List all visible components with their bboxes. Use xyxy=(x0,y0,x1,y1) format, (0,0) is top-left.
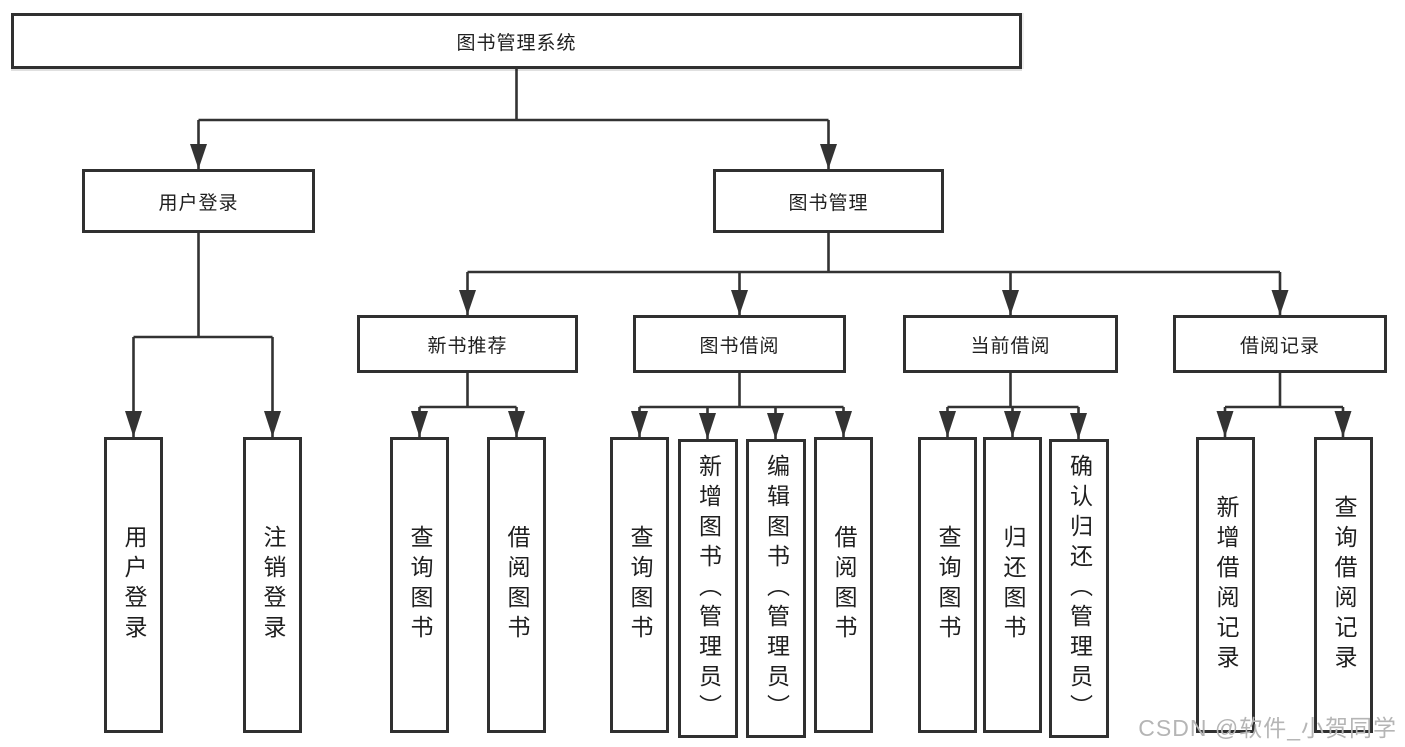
node-label: 用户登录 xyxy=(158,192,239,214)
node-label: 借阅图书 xyxy=(504,525,530,645)
node-user-login: 用户登录 xyxy=(82,169,315,233)
node-new-book-recommend: 新书推荐 xyxy=(357,315,578,373)
arrowheads xyxy=(125,144,1352,439)
node-label: 查询图书 xyxy=(627,525,653,645)
node-book-management: 图书管理 xyxy=(713,169,944,233)
node-label: 图书借阅 xyxy=(699,335,780,357)
node-label: 查询图书 xyxy=(935,525,961,645)
node-label: 新增图书（管理员） xyxy=(695,453,722,724)
leaf-edit-books-admin: 编辑图书（管理员） xyxy=(746,439,806,738)
node-book-borrow: 图书借阅 xyxy=(633,315,846,373)
node-label: 借阅记录 xyxy=(1239,335,1320,357)
node-label: 图书管理 xyxy=(788,192,869,214)
connector-lines xyxy=(132,69,1345,439)
node-label: 新增借阅记录 xyxy=(1213,495,1239,675)
node-label: 图书管理系统 xyxy=(456,32,577,54)
leaf-confirm-return-admin: 确认归还（管理员） xyxy=(1049,439,1109,738)
leaf-logout-login: 注销登录 xyxy=(243,437,302,733)
node-current-borrow: 当前借阅 xyxy=(903,315,1118,373)
leaf-borrow-books-recommend: 借阅图书 xyxy=(487,437,546,733)
node-label: 确认归还（管理员） xyxy=(1066,453,1093,724)
node-label: 新书推荐 xyxy=(427,335,508,357)
node-label: 当前借阅 xyxy=(970,335,1051,357)
node-label: 查询借阅记录 xyxy=(1331,495,1357,675)
leaf-borrow-books: 借阅图书 xyxy=(814,437,873,733)
leaf-return-books: 归还图书 xyxy=(983,437,1042,733)
node-library-management-system: 图书管理系统 xyxy=(11,13,1022,69)
node-label: 用户登录 xyxy=(121,525,147,645)
node-label: 查询图书 xyxy=(407,525,433,645)
node-label: 注销登录 xyxy=(260,525,286,645)
leaf-query-books-borrow: 查询图书 xyxy=(610,437,669,733)
node-label: 编辑图书（管理员） xyxy=(763,453,790,724)
leaf-query-borrow-record: 查询借阅记录 xyxy=(1314,437,1373,733)
leaf-add-books-admin: 新增图书（管理员） xyxy=(678,439,738,738)
leaf-add-borrow-record: 新增借阅记录 xyxy=(1196,437,1255,733)
leaf-query-books-current: 查询图书 xyxy=(918,437,977,733)
csdn-watermark: CSDN @软件_小贺同学 xyxy=(1138,715,1397,741)
node-label: 借阅图书 xyxy=(831,525,857,645)
leaf-query-books-recommend: 查询图书 xyxy=(390,437,449,733)
node-borrow-records: 借阅记录 xyxy=(1173,315,1387,373)
leaf-user-login: 用户登录 xyxy=(104,437,163,733)
node-label: 归还图书 xyxy=(1000,525,1026,645)
